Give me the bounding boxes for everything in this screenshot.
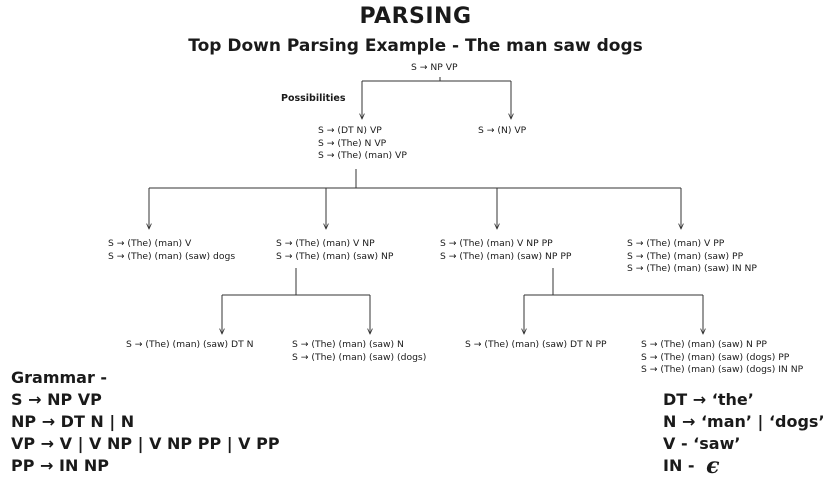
node-line: S → (The) N VP xyxy=(318,137,387,149)
grammar-rules: Grammar - S → NP VP NP → DT N | N VP → V… xyxy=(11,367,280,477)
node-line: S → (The) (man) V NP PP xyxy=(440,238,553,249)
grammar-rule: NP → DT N | N xyxy=(11,412,135,431)
edge-l2b xyxy=(222,268,370,296)
node-line: S → (The) (man) V PP xyxy=(627,238,725,249)
node-l1-right: S → (N) VP xyxy=(478,125,526,138)
node-l2-b: S → (The) (man) V NP S → (The) (man) (sa… xyxy=(276,238,393,263)
lexicon-rule: DT → ‘the’ xyxy=(663,390,754,409)
node-line: S → (N) VP xyxy=(478,125,527,136)
lexicon-rule: IN - xyxy=(663,456,701,475)
node-l3-c1: S → (The) (man) (saw) DT N PP xyxy=(465,339,607,352)
edge-root xyxy=(362,77,511,82)
node-line: S → (The) (man) (saw) N xyxy=(292,339,404,350)
node-l2-c: S → (The) (man) V NP PP S → (The) (man) … xyxy=(440,238,571,263)
node-l3-b2: S → (The) (man) (saw) N S → (The) (man) … xyxy=(292,339,426,364)
node-line: S → (The) (man) (saw) N PP xyxy=(641,339,767,350)
node-line: S → (DT N) VP xyxy=(318,125,382,136)
edge-l2c xyxy=(524,268,703,296)
node-line: S → (The) (man) (saw) NP xyxy=(276,250,394,262)
node-line: S → (The) (man) (saw) (dogs) IN NP xyxy=(641,364,804,375)
node-l3-b1: S → (The) (man) (saw) DT N xyxy=(126,339,254,352)
node-line: S → (The) (man) V NP xyxy=(276,238,375,249)
grammar-rule: PP → IN NP xyxy=(11,456,110,475)
node-line: S → (The) (man) (saw) (dogs) xyxy=(292,351,427,363)
node-l2-d: S → (The) (man) V PP S → (The) (man) (sa… xyxy=(627,238,757,276)
page-title: PARSING xyxy=(359,4,472,29)
node-l1-left: S → (DT N) VP S → (The) N VP S → (The) (… xyxy=(318,125,407,163)
grammar-lexicon: DT → ‘the’ N → ‘man’ | ‘dogs’ V - ‘saw’ … xyxy=(663,389,825,477)
edge-l1 xyxy=(149,169,681,189)
node-line: S → (The) (man) (saw) NP PP xyxy=(440,250,572,262)
grammar-heading: Grammar - xyxy=(11,368,108,387)
page-subtitle: Top Down Parsing Example - The man saw d… xyxy=(188,36,643,56)
lexicon-rule: N → ‘man’ | ‘dogs’ xyxy=(663,412,825,431)
possibilities-label: Possibilities xyxy=(281,93,346,104)
node-root-line: S → NP VP xyxy=(411,62,458,73)
lexicon-rule-in: IN - ϵ xyxy=(663,455,825,477)
node-line: S → (The) (man) (saw) dogs xyxy=(108,250,236,262)
node-l2-a: S → (The) (man) V S → (The) (man) (saw) … xyxy=(108,238,235,263)
node-line: S → (The) (man) (saw) DT N xyxy=(126,339,254,350)
node-line: S → (The) (man) (saw) (dogs) PP xyxy=(641,351,790,363)
grammar-rule: S → NP VP xyxy=(11,390,102,409)
node-l3-c2: S → (The) (man) (saw) N PP S → (The) (ma… xyxy=(641,339,803,377)
grammar-rule: VP → V | V NP | V NP PP | V PP xyxy=(11,434,280,453)
node-line: S → (The) (man) (saw) DT N PP xyxy=(465,339,607,350)
node-root: S → NP VP xyxy=(411,62,458,75)
node-line: S → (The) (man) (saw) IN NP xyxy=(627,263,757,274)
node-line: S → (The) (man) (saw) PP xyxy=(627,250,744,262)
lexicon-rule: V - ‘saw’ xyxy=(663,434,741,453)
epsilon-symbol: ϵ xyxy=(706,453,720,479)
node-line: S → (The) (man) VP xyxy=(318,150,407,161)
node-line: S → (The) (man) V xyxy=(108,238,192,249)
